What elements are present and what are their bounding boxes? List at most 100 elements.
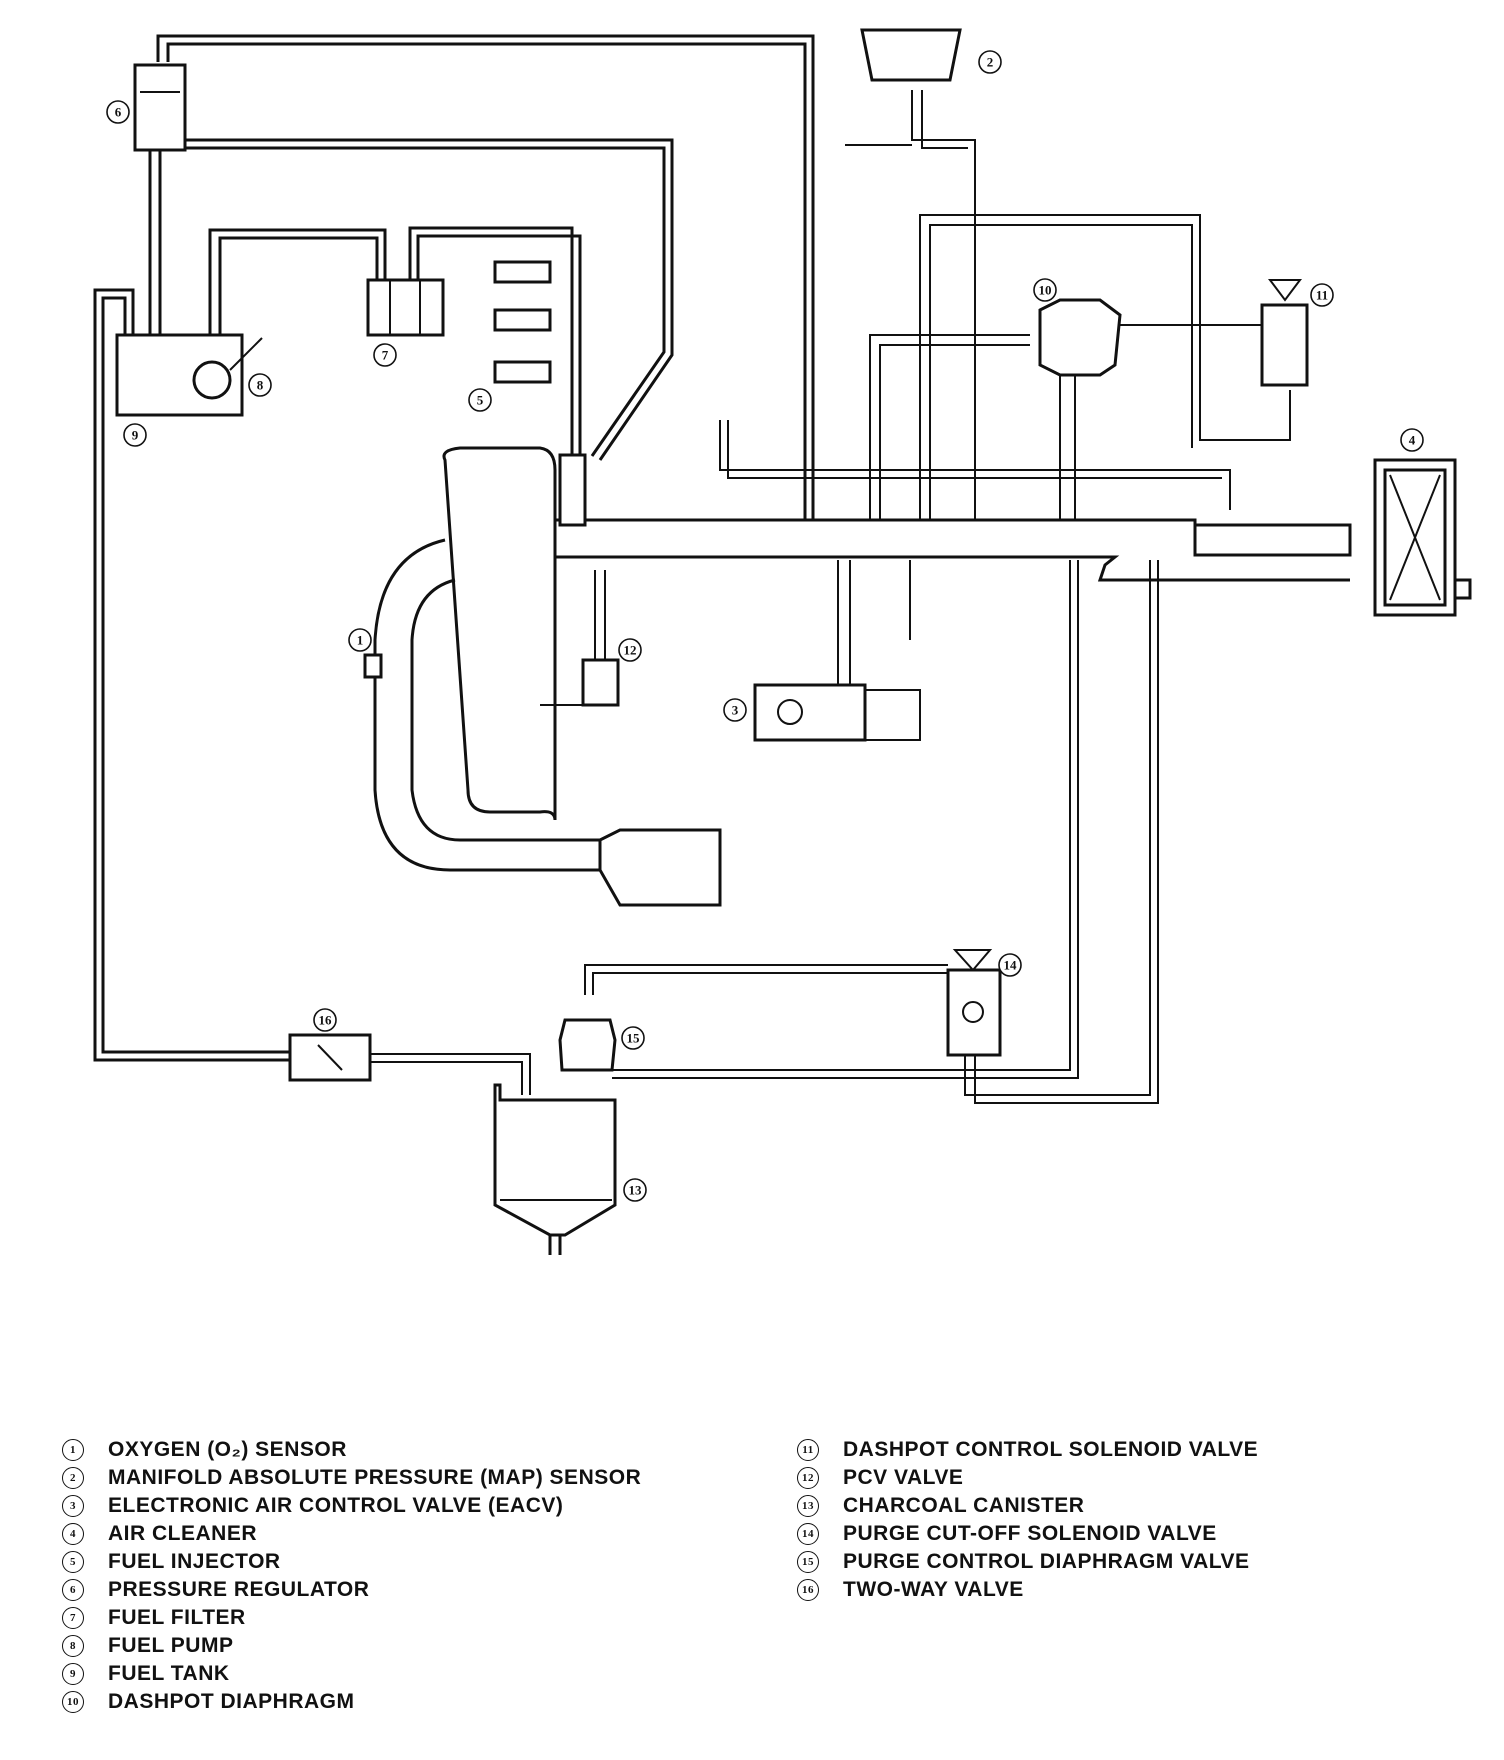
svg-text:11: 11 — [1316, 288, 1328, 303]
callout-1: 1 — [348, 628, 372, 652]
callout-10: 10 — [1033, 278, 1057, 302]
fuel-tank — [115, 333, 263, 417]
legend-number: 12 — [797, 1467, 819, 1489]
legend-item: 12 PCV VALVE — [797, 1464, 1258, 1492]
callout-labels: 1 2 3 4 5 6 7 8 9 10 11 12 13 14 15 16 — [106, 50, 1424, 1202]
legend-label: MANIFOLD ABSOLUTE PRESSURE (MAP) SENSOR — [108, 1466, 642, 1489]
legend-label: FUEL INJECTOR — [108, 1550, 281, 1573]
legend-number: 11 — [797, 1439, 819, 1461]
legend-label: PRESSURE REGULATOR — [108, 1578, 370, 1601]
legend-number: 10 — [62, 1691, 84, 1713]
callout-2: 2 — [978, 50, 1002, 74]
fuel-injectors — [493, 260, 587, 527]
legend-column-left: 1 OXYGEN (O₂) SENSOR 2 MANIFOLD ABSOLUTE P… — [62, 1436, 641, 1716]
eacv — [753, 683, 867, 742]
purge-diaphragm — [558, 1018, 617, 1072]
callout-6: 6 — [106, 100, 130, 124]
component-legend: 1 OXYGEN (O₂) SENSOR 2 MANIFOLD ABSOLUTE P… — [62, 1436, 1442, 1716]
callout-13: 13 — [623, 1178, 647, 1202]
oxygen-sensor — [363, 653, 383, 679]
legend-label: DASHPOT CONTROL SOLENOID VALVE — [843, 1438, 1259, 1461]
legend-column-right: 11 DASHPOT CONTROL SOLENOID VALVE 12 PCV V… — [797, 1436, 1258, 1604]
intake-duct — [555, 518, 1352, 582]
svg-text:16: 16 — [319, 1013, 333, 1028]
callout-12: 12 — [618, 638, 642, 662]
svg-text:5: 5 — [477, 393, 484, 408]
callout-15: 15 — [621, 1026, 645, 1050]
legend-number: 13 — [797, 1495, 819, 1517]
legend-label: TWO-WAY VALVE — [843, 1578, 1024, 1601]
svg-text:2: 2 — [987, 55, 994, 70]
legend-label: PCV VALVE — [843, 1466, 964, 1489]
legend-item: 9 FUEL TANK — [62, 1660, 641, 1688]
legend-number: 9 — [62, 1663, 84, 1685]
legend-label: DASHPOT DIAPHRAGM — [108, 1690, 355, 1713]
legend-item: 4 AIR CLEANER — [62, 1520, 641, 1548]
svg-text:8: 8 — [257, 378, 264, 393]
svg-text:3: 3 — [732, 703, 739, 718]
fuel-filter — [366, 278, 445, 337]
pcv-valve — [540, 570, 620, 707]
charcoal-canister — [493, 1083, 617, 1255]
legend-number: 4 — [62, 1523, 84, 1545]
legend-label: FUEL PUMP — [108, 1634, 234, 1657]
callout-11: 11 — [1310, 283, 1334, 307]
legend-number: 8 — [62, 1635, 84, 1657]
legend-number: 16 — [797, 1579, 819, 1601]
legend-item: 2 MANIFOLD ABSOLUTE PRESSURE (MAP) SENSOR — [62, 1464, 641, 1492]
vacuum-lines — [370, 90, 1291, 1104]
engine-manifold — [373, 446, 722, 907]
legend-item: 10 DASHPOT DIAPHRAGM — [62, 1688, 641, 1716]
legend-item: 16 TWO-WAY VALVE — [797, 1576, 1258, 1604]
svg-text:15: 15 — [627, 1031, 641, 1046]
legend-label: OXYGEN (O₂) SENSOR — [108, 1438, 347, 1461]
legend-label: FUEL FILTER — [108, 1606, 246, 1629]
legend-number: 1 — [62, 1439, 84, 1461]
callout-7: 7 — [373, 343, 397, 367]
air-cleaner — [1373, 458, 1472, 617]
svg-text:1: 1 — [357, 633, 364, 648]
legend-number: 6 — [62, 1579, 84, 1601]
svg-text:12: 12 — [624, 643, 637, 658]
legend-label: PURGE CUT-OFF SOLENOID VALVE — [843, 1522, 1217, 1545]
legend-item: 6 PRESSURE REGULATOR — [62, 1576, 641, 1604]
legend-item: 1 OXYGEN (O₂) SENSOR — [62, 1436, 641, 1464]
legend-label: CHARCOAL CANISTER — [843, 1494, 1085, 1517]
svg-text:7: 7 — [382, 348, 389, 363]
legend-item: 7 FUEL FILTER — [62, 1604, 641, 1632]
legend-item: 11 DASHPOT CONTROL SOLENOID VALVE — [797, 1436, 1258, 1464]
legend-number: 5 — [62, 1551, 84, 1573]
svg-text:13: 13 — [629, 1183, 643, 1198]
svg-text:14: 14 — [1004, 958, 1018, 973]
legend-label: FUEL TANK — [108, 1662, 230, 1685]
legend-item: 3 ELECTRONIC AIR CONTROL VALVE (EACV) — [62, 1492, 641, 1520]
legend-item: 5 FUEL INJECTOR — [62, 1548, 641, 1576]
legend-number: 7 — [62, 1607, 84, 1629]
fuel-system-diagram: 1 2 3 4 5 6 7 8 9 10 11 12 13 14 15 16 — [93, 28, 1472, 1255]
legend-number: 3 — [62, 1495, 84, 1517]
two-way-valve — [288, 1033, 372, 1082]
callout-8: 8 — [248, 373, 272, 397]
callout-5: 5 — [468, 388, 492, 412]
legend-number: 14 — [797, 1523, 819, 1545]
legend-label: ELECTRONIC AIR CONTROL VALVE (EACV) — [108, 1494, 564, 1517]
dashpot-diaphragm — [1038, 298, 1122, 520]
legend-number: 2 — [62, 1467, 84, 1489]
legend-item: 14 PURGE CUT-OFF SOLENOID VALVE — [797, 1520, 1258, 1548]
legend-item: 13 CHARCOAL CANISTER — [797, 1492, 1258, 1520]
svg-text:4: 4 — [1409, 433, 1416, 448]
fuel-lines — [93, 34, 815, 1062]
svg-text:10: 10 — [1039, 283, 1052, 298]
pressure-regulator — [133, 63, 187, 152]
purge-solenoid — [946, 949, 1002, 1057]
callout-14: 14 — [998, 953, 1022, 977]
callout-9: 9 — [123, 423, 147, 447]
map-sensor — [860, 28, 962, 82]
dashpot-solenoid — [1260, 279, 1309, 387]
legend-label: PURGE CONTROL DIAPHRAGM VALVE — [843, 1550, 1250, 1573]
callout-16: 16 — [313, 1008, 337, 1032]
legend-label: AIR CLEANER — [108, 1522, 258, 1545]
svg-text:6: 6 — [115, 105, 122, 120]
legend-item: 8 FUEL PUMP — [62, 1632, 641, 1660]
